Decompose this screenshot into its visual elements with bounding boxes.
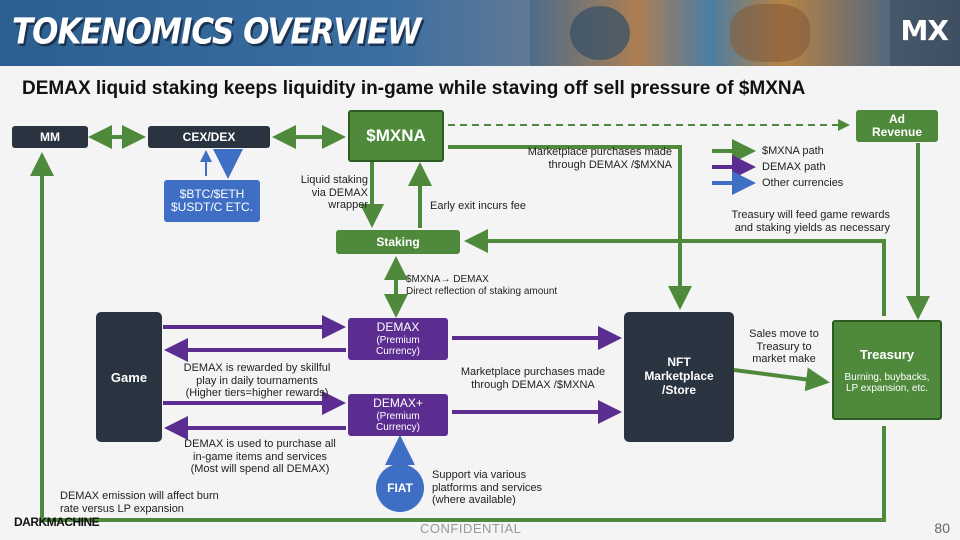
staking-node: Staking xyxy=(336,230,460,254)
feed-line1: Treasury will feed game rewards xyxy=(731,209,890,221)
treasury-sub2: LP expansion, etc. xyxy=(845,382,929,394)
robot-artwork xyxy=(530,0,890,66)
used-line2: in-game items and services xyxy=(193,450,327,463)
nft-marketplace-node: NFT Marketplace /Store xyxy=(624,312,734,442)
treasury-feed-label: Treasury will feed game rewards and stak… xyxy=(700,209,890,234)
slide-subtitle: DEMAX liquid staking keeps liquidity in-… xyxy=(22,78,806,99)
support-line1: Support via various xyxy=(432,469,527,481)
slide-title: TOKENOMICS OVERVIEW xyxy=(12,11,421,53)
treasury-node: Treasury Burning, buybacks, LP expansion… xyxy=(832,320,942,420)
mp-purchase-top-label: Marketplace purchases made through DEMAX… xyxy=(506,146,672,171)
used-label: DEMAX is used to purchase all in-game it… xyxy=(172,438,348,476)
nft-line2: Marketplace xyxy=(644,369,714,384)
legend-demax: DEMAX path xyxy=(762,161,826,173)
emission-label: DEMAX emission will affect burn rate ver… xyxy=(60,490,219,515)
demaxplus-sub2: Currency) xyxy=(376,421,420,433)
rewarded-label: DEMAX is rewarded by skillful play in da… xyxy=(172,362,342,400)
support-line3: (where available) xyxy=(432,494,516,507)
legend-other: Other currencies xyxy=(762,177,844,189)
demax-node: DEMAX (Premium Currency) xyxy=(348,318,448,360)
arrow-nft-treasury xyxy=(733,367,830,392)
feed-line2: and staking yields as necessary xyxy=(734,221,890,234)
nft-line1: NFT xyxy=(667,355,691,370)
treasury-sub1: Burning, buybacks, xyxy=(844,371,930,383)
page-number: 80 xyxy=(934,520,950,536)
demaxplus-title: DEMAX+ xyxy=(373,396,423,411)
btc-eth-usdt-node: $BTC/$ETH $USDT/C ETC. xyxy=(164,180,260,222)
emission-line1: DEMAX emission will affect burn xyxy=(60,490,219,502)
demaxplus-sub1: (Premium xyxy=(376,410,420,422)
ad-revenue-line1: Ad xyxy=(889,111,905,126)
conversion-line1: $MXNA→ DEMAX xyxy=(406,274,489,285)
mxna-node: $MXNA xyxy=(348,110,444,162)
arrow-mxna-nft xyxy=(448,145,692,310)
mp-top-line2: through DEMAX /$MXNA xyxy=(548,158,673,171)
legend-mxna: $MXNA path xyxy=(762,145,824,157)
ad-revenue-node: Ad Revenue xyxy=(856,110,938,142)
nft-line3: /Store xyxy=(661,382,696,397)
support-line2: platforms and services xyxy=(432,481,543,494)
demax-sub1: (Premium xyxy=(376,334,420,346)
mx-logo: MX xyxy=(900,14,949,47)
header-banner: TOKENOMICS OVERVIEW MX xyxy=(0,0,960,66)
rewarded-line3: (Higher tiers=higher rewards) xyxy=(185,387,329,400)
demax-sub2: Currency) xyxy=(376,345,420,357)
support-label: Support via various platforms and servic… xyxy=(432,469,542,507)
sales-line2: Treasury to xyxy=(756,340,812,353)
rewarded-line1: DEMAX is rewarded by skillful xyxy=(183,362,331,374)
sales-line3: market make xyxy=(752,353,816,366)
ad-revenue-line2: Revenue xyxy=(871,125,923,139)
sales-label: Sales move to Treasury to market make xyxy=(740,328,828,366)
liquid-line3: wrapper xyxy=(328,199,368,212)
mm-node: MM xyxy=(12,126,88,148)
used-line1: DEMAX is used to purchase all xyxy=(184,438,336,450)
demax-title: DEMAX xyxy=(376,320,420,335)
mp-mid-line2: through DEMAX /$MXNA xyxy=(471,378,595,391)
conversion-label: $MXNA→ DEMAX Direct reflection of stakin… xyxy=(406,274,557,297)
confidential-mark: CONFIDENTIAL xyxy=(420,521,522,536)
mp-purchase-mid-label: Marketplace purchases made through DEMAX… xyxy=(448,366,618,391)
mp-mid-line1: Marketplace purchases made xyxy=(460,366,606,378)
cex-dex-node: CEX/DEX xyxy=(148,126,270,148)
mp-top-line1: Marketplace purchases made xyxy=(527,146,672,158)
treasury-title: Treasury xyxy=(859,346,915,362)
demaxplus-node: DEMAX+ (Premium Currency) xyxy=(348,394,448,436)
rewarded-line2: play in daily tournaments xyxy=(196,374,318,387)
game-node: Game xyxy=(96,312,162,442)
fiat-node: FIAT xyxy=(376,464,424,512)
used-line3: (Most will spend all DEMAX) xyxy=(190,463,330,476)
conversion-line2: Direct reflection of staking amount xyxy=(406,285,558,297)
liquid-line1: Liquid staking xyxy=(300,174,368,186)
liquid-line2: via DEMAX xyxy=(311,186,368,199)
arrow-treasury-staking xyxy=(464,229,886,316)
arrow-treasury-mm-loop xyxy=(30,152,886,522)
liquid-staking-label: Liquid staking via DEMAX wrapper xyxy=(278,174,368,212)
early-exit-label: Early exit incurs fee xyxy=(430,200,526,212)
darkmachine-logo: DARKMACHINE xyxy=(14,515,100,529)
emission-line2: rate versus LP expansion xyxy=(60,502,184,515)
sales-line1: Sales move to xyxy=(749,328,819,340)
